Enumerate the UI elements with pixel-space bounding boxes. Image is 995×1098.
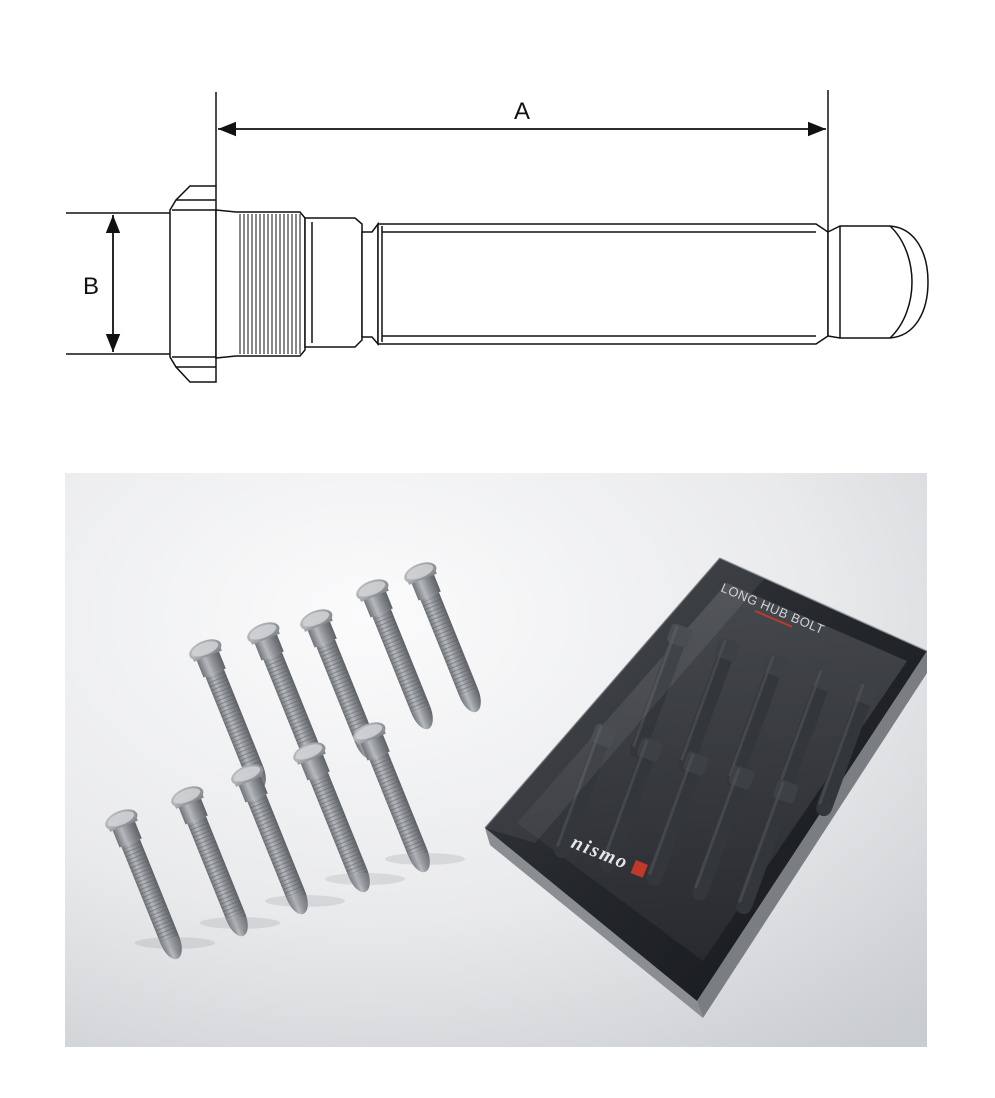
hub-bolt-technical-drawing: A B	[66, 90, 929, 383]
bolt-neck	[304, 217, 379, 348]
bolt-knurl	[215, 209, 306, 359]
bolt-threaded-shaft	[377, 223, 829, 345]
package-shine	[485, 558, 765, 843]
bolt-shadows	[135, 853, 465, 949]
package-box: LONG HUB BOLT nismo	[484, 557, 927, 1018]
bolt-head	[169, 185, 217, 383]
dimension-a-label: A	[514, 98, 530, 125]
package-box-side-right	[697, 651, 927, 1018]
package-box-side	[485, 828, 703, 1018]
package-edge-highlight	[484, 557, 721, 829]
dimension-b-label: B	[83, 273, 99, 300]
package-edge-highlight	[719, 557, 927, 652]
nismo-logo-red-mark	[630, 859, 648, 878]
product-photo: LONG HUB BOLT nismo	[65, 473, 927, 1047]
bolt-tip	[827, 225, 929, 339]
package-title-accent-line	[754, 610, 793, 628]
